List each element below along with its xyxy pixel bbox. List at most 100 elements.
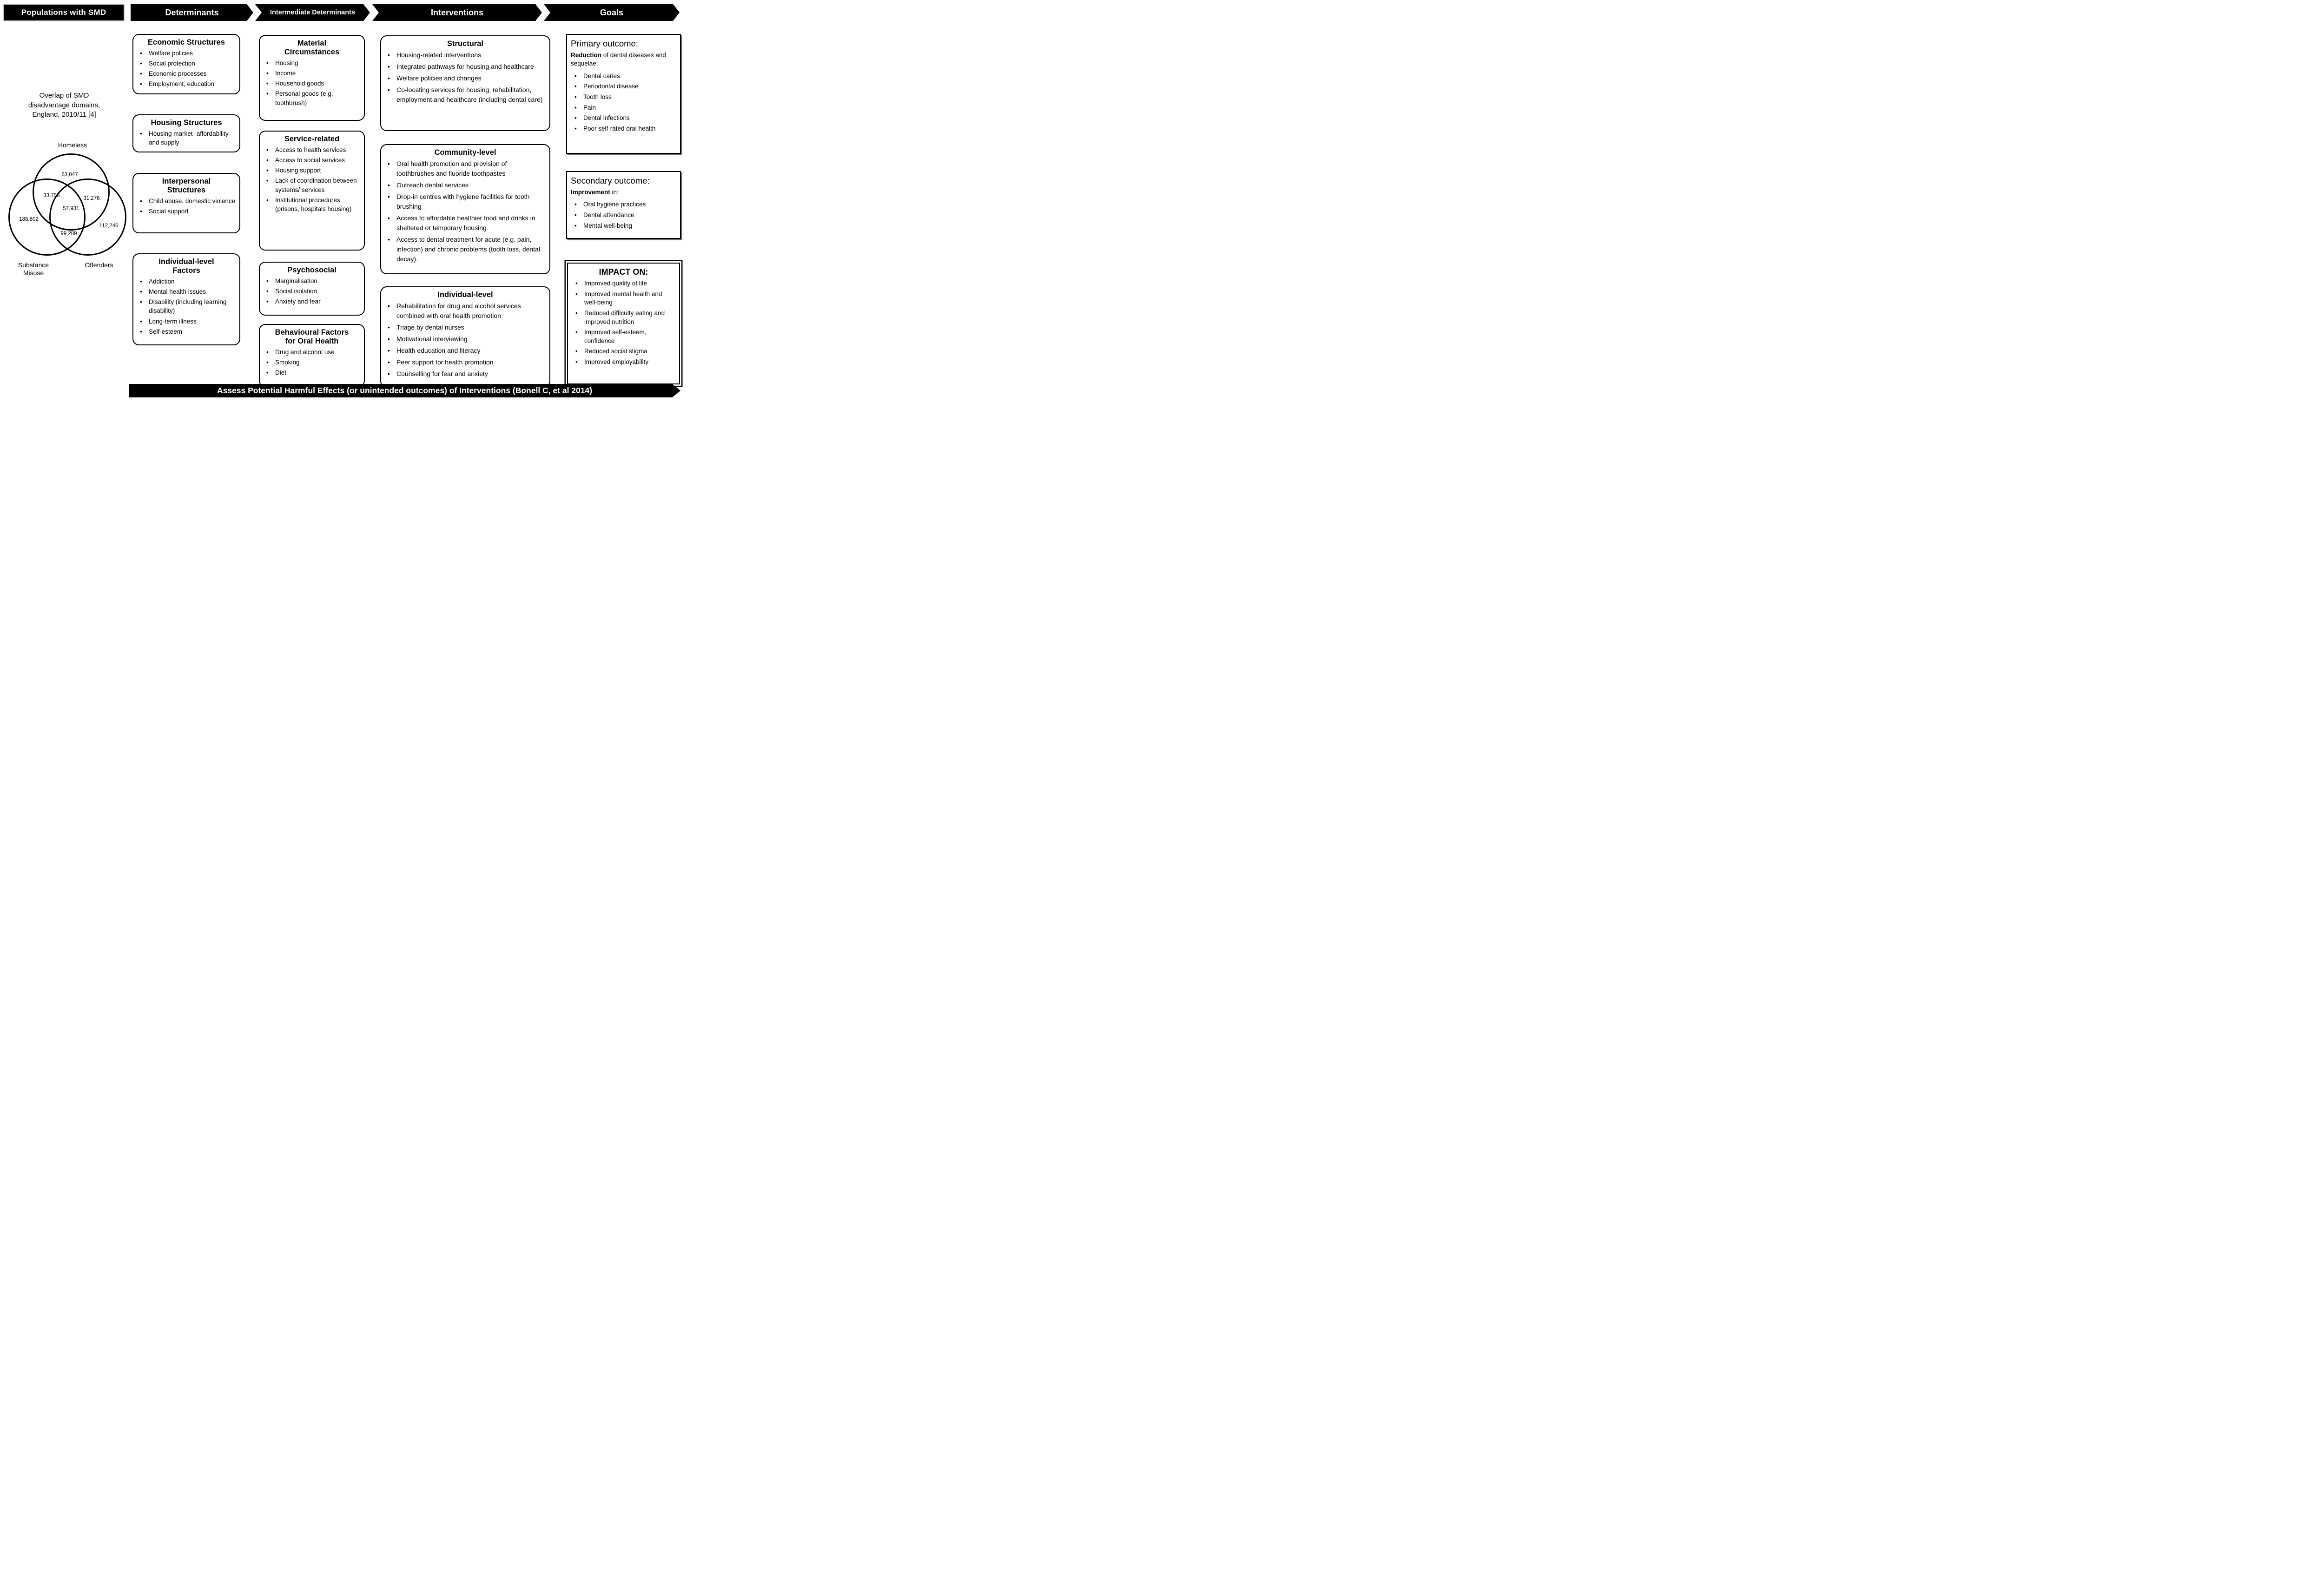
bullet-item: Access to social services <box>263 156 360 165</box>
bullet-item: Health education and literacy <box>384 346 546 356</box>
bullet-item: Institutional procedures (prisons, hospi… <box>263 196 360 213</box>
bullet-item: Dental caries <box>571 72 675 81</box>
impact-on-list: Improved quality of lifeImproved mental … <box>572 279 675 367</box>
primary-outcome-lead: Reduction of dental diseases and sequela… <box>571 51 676 68</box>
primary-outcome-lead-rest: of dental diseases and sequelae: <box>571 52 666 67</box>
box-psychosocial: Psychosocial MarginalisationSocial isola… <box>259 262 365 316</box>
bullet-item: Mental health issues <box>136 287 236 296</box>
bullet-item: Reduced difficulty eating and improved n… <box>572 309 674 326</box>
secondary-outcome-title: Secondary outcome: <box>571 176 650 185</box>
box-structural-interventions: Structural Housing-related interventions… <box>380 35 550 131</box>
stage-interventions: Interventions <box>372 4 542 21</box>
primary-outcome-title: Primary outcome: <box>571 39 638 48</box>
bullet-item: Outreach dental services <box>384 180 546 190</box>
box-interpersonal-structures: Interpersonal Structures Child abuse, do… <box>132 173 240 233</box>
bullet-item: Co-locating services for housing, rehabi… <box>384 85 546 105</box>
bullet-item: Disability (including learning disabilit… <box>136 297 236 315</box>
bullet-item: Tooth loss <box>571 93 675 102</box>
box-behavioural-factors: Behavioural Factors for Oral Health Drug… <box>259 324 365 387</box>
bullet-item: Personal goods (e.g. toothbrush) <box>263 89 360 107</box>
secondary-outcome-lead: Improvement in: <box>571 188 676 197</box>
bullet-item: Anxiety and fear <box>263 297 360 306</box>
box-title-material-circumstances: Material Circumstances <box>284 39 340 56</box>
stage-determinants-label: Determinants <box>165 7 219 17</box>
bullet-item: Drug and alcohol use <box>263 348 360 357</box>
box-individual-level-factors: Individual-level Factors AddictionMental… <box>132 253 240 345</box>
venn-count-homeless-only: 63,047 <box>61 172 78 178</box>
bullet-item: Improved quality of life <box>572 279 674 288</box>
bullet-item: Housing-related interventions <box>384 50 546 60</box>
material-circumstances-list: HousingIncomeHousehold goodsPersonal goo… <box>263 59 361 107</box>
bullet-item: Self-esteem <box>136 327 236 336</box>
box-individual-level-interventions: Individual-level Rehabilitation for drug… <box>380 286 550 388</box>
box-title-housing-structures: Housing Structures <box>151 119 222 127</box>
primary-outcome-lead-bold: Reduction <box>571 52 601 59</box>
box-housing-structures: Housing Structures Housing market- affor… <box>132 114 240 153</box>
box-title-interpersonal-structures: Interpersonal Structures <box>162 177 211 194</box>
stage-goals: Goals <box>544 4 680 21</box>
bullet-item: Welfare policies <box>136 49 236 58</box>
bullet-item: Improved self-esteem, confidence <box>572 328 674 345</box>
box-title-psychosocial: Psychosocial <box>287 266 337 274</box>
bullet-item: Welfare policies and changes <box>384 73 546 83</box>
bullet-item: Marginalisation <box>263 277 360 285</box>
bullet-item: Improved mental health and well-being <box>572 290 674 307</box>
venn-caption: Overlap of SMD disadvantage domains, Eng… <box>28 92 100 119</box>
stage-determinants: Determinants <box>131 4 253 21</box>
box-title-structural: Structural <box>447 40 483 48</box>
housing-structures-list: Housing market- affordability and supply <box>136 129 237 147</box>
box-primary-outcome: Primary outcome: Reduction of dental dis… <box>566 34 681 154</box>
venn-label-offenders: Offenders <box>85 261 113 269</box>
harmful-effects-banner-label: Assess Potential Harmful Effects (or uni… <box>217 386 593 395</box>
stage-intermediate-label: Intermediate Determinants <box>270 9 355 16</box>
structural-interventions-list: Housing-related interventionsIntegrated … <box>384 50 547 105</box>
venn-count-substance-only: 188,802 <box>19 217 39 222</box>
bullet-item: Employment, education <box>136 79 236 88</box>
box-title-economic-structures: Economic Structures <box>148 38 225 46</box>
bullet-item: Reduced social stigma <box>572 347 674 356</box>
populations-header: Populations with SMD <box>4 5 124 20</box>
bullet-item: Housing support <box>263 166 360 175</box>
box-community-level-interventions: Community-level Oral health promotion an… <box>380 144 550 274</box>
bullet-item: Child abuse, domestic violence <box>136 197 236 205</box>
bullet-item: Drop-in centres with hygiene facilities … <box>384 192 546 211</box>
box-material-circumstances: Material Circumstances HousingIncomeHous… <box>259 35 365 121</box>
populations-header-label: Populations with SMD <box>21 8 106 17</box>
individual-level-interventions-list: Rehabilitation for drug and alcohol serv… <box>384 301 547 379</box>
box-title-service-related: Service-related <box>284 135 340 143</box>
economic-structures-list: Welfare policiesSocial protectionEconomi… <box>136 49 237 89</box>
bullet-item: Income <box>263 69 360 78</box>
bullet-item: Improved employability <box>572 358 674 367</box>
bullet-item: Oral hygiene practices <box>571 200 675 209</box>
bullet-item: Social isolation <box>263 287 360 296</box>
bullet-item: Peer support for health promotion <box>384 357 546 367</box>
secondary-outcome-list: Oral hygiene practicesDental attendanceM… <box>571 200 676 230</box>
interpersonal-structures-list: Child abuse, domestic violenceSocial sup… <box>136 197 237 216</box>
bullet-item: Dental infections <box>571 114 675 123</box>
behavioural-factors-list: Drug and alcohol useSmokingDiet <box>263 348 361 377</box>
bullet-item: Smoking <box>263 358 360 367</box>
bullet-item: Addiction <box>136 277 236 286</box>
bullet-item: Poor self-rated oral health <box>571 125 675 133</box>
venn-count-homeless-substance: 33,758 <box>43 193 60 198</box>
box-secondary-outcome: Secondary outcome: Improvement in: Oral … <box>566 171 681 239</box>
individual-level-factors-list: AddictionMental health issuesDisability … <box>136 277 237 336</box>
venn-circle-offenders <box>49 178 126 256</box>
bullet-item: Social protection <box>136 59 236 68</box>
community-level-interventions-list: Oral health promotion and provision of t… <box>384 159 547 264</box>
venn-diagram: Homeless 63,047 33,758 31,276 57,931 188… <box>3 139 126 293</box>
box-service-related: Service-related Access to health service… <box>259 131 365 251</box>
venn-label-homeless: Homeless <box>58 141 87 149</box>
bullet-item: Access to health services <box>263 145 360 154</box>
stage-intermediate-determinants: Intermediate Determinants <box>255 4 370 21</box>
bullet-item: Rehabilitation for drug and alcohol serv… <box>384 301 546 321</box>
stage-goals-label: Goals <box>600 7 624 17</box>
service-related-list: Access to health servicesAccess to socia… <box>263 145 361 213</box>
bullet-item: Mental well-being <box>571 222 675 231</box>
bullet-item: Dental attendance <box>571 211 675 220</box>
box-title-individual-level-factors: Individual-level Factors <box>158 258 214 275</box>
bullet-item: Diet <box>263 368 360 377</box>
venn-count-center: 57,931 <box>63 206 79 211</box>
box-economic-structures: Economic Structures Welfare policiesSoci… <box>132 34 240 94</box>
bullet-item: Integrated pathways for housing and heal… <box>384 62 546 72</box>
